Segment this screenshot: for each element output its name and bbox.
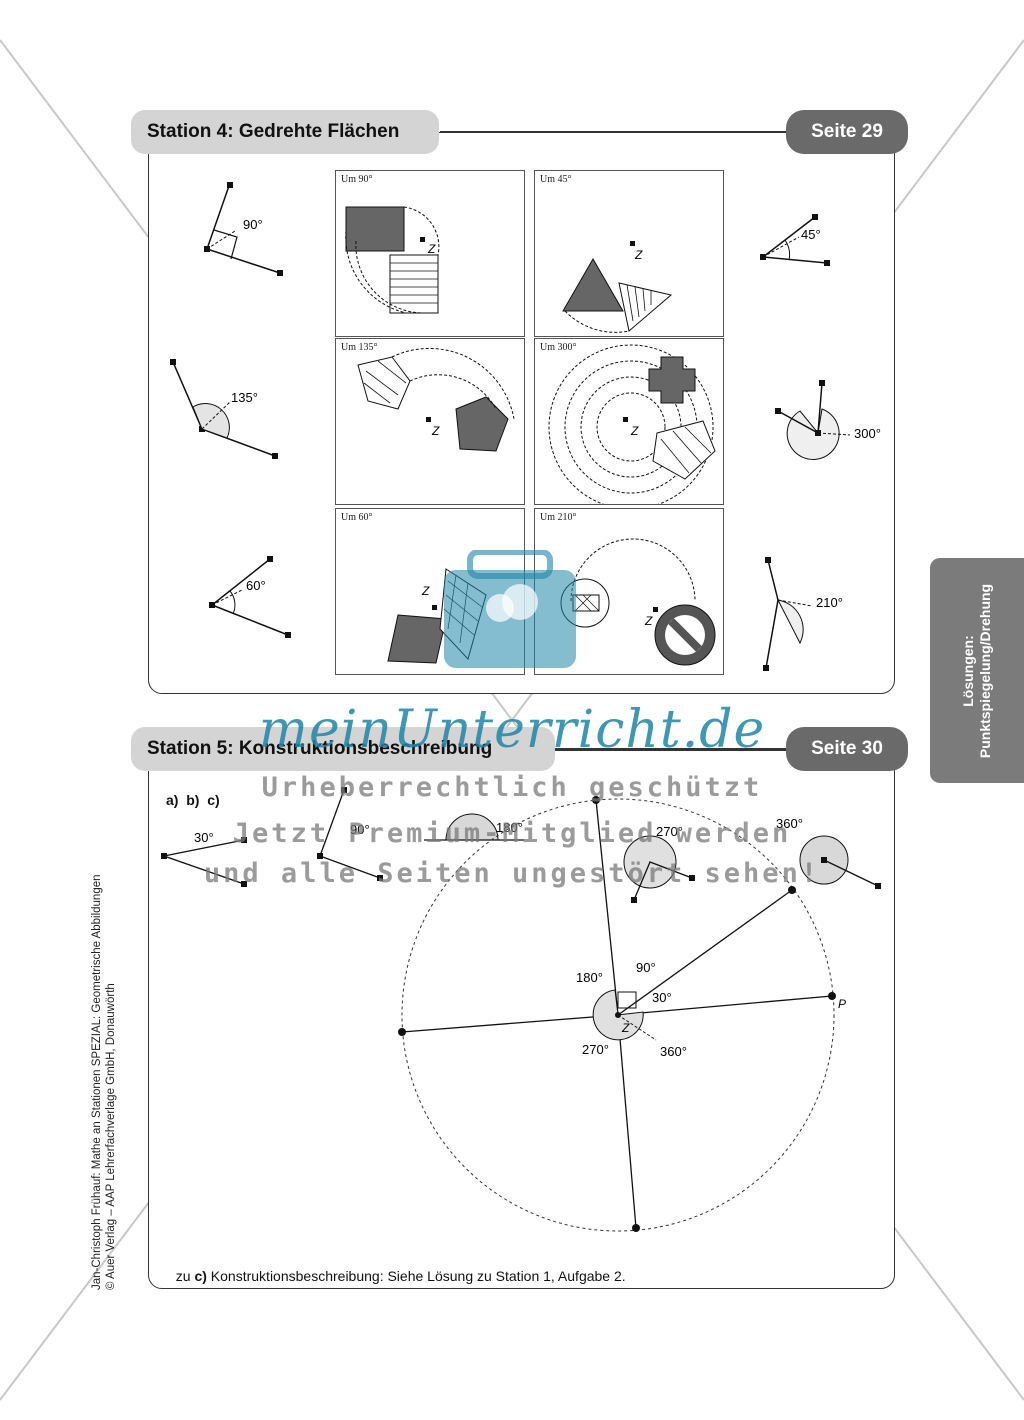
rotation-cell-300: Um 300° Z [534,338,724,505]
angle-label-300: 300° [854,426,881,441]
center-z-210: Z [644,614,653,628]
angle-figure-210: 210° [763,557,843,671]
cell-label-210: Um 210° [540,512,577,523]
center-z-300: Z [630,424,639,438]
center-angle-270: 270° [582,1042,609,1057]
angle-figure-300: 300° [775,380,881,460]
angle-label-135: 135° [231,390,258,405]
small-angle-label-30: 30° [194,830,214,845]
center-angle-180: 180° [576,970,603,985]
footnote-part: c) [194,1268,207,1284]
station4-title: Station 4: Gedrehte Flächen [131,110,439,154]
angle-label-60: 60° [246,578,266,593]
angle-label-90: 90° [243,217,263,232]
small-angle-label-270: 270° [656,824,683,839]
center-angle-30: 30° [652,990,672,1005]
center-z-90: Z [427,242,436,256]
rotation-cell-90: Um 90° Z [335,170,525,337]
center-z-45: Z [634,248,643,262]
rotation-figure-135: Z [357,347,515,452]
station5-page-badge: Seite 30 [786,727,908,771]
credit-line2: © Auer Verlag – AAP Lehrerfachverlage Gm… [105,983,117,1290]
cell-label-300: Um 300° [540,342,577,353]
angle-figure-135: 135° [170,359,278,459]
rotation-figure-90: Z [345,206,440,314]
small-angle-30: 30° [161,830,247,887]
construction-diagram: 30° 90° 180° 270° 360° 180° 90° 30° 270°… [161,787,881,1232]
watermark-line2: Jetzt Premium-Mitglied werden [232,818,792,849]
watermark-briefcase [444,550,576,668]
small-angle-180: 180° [424,813,524,841]
publisher-credit: Jan-Christoph Frühauf: Mathe an Statione… [90,874,118,1290]
watermark-line3: und alle Seiten ungestört sehen! [203,858,821,889]
small-angle-270: 270° [623,824,695,903]
cell-label-135: Um 135° [341,342,378,353]
point-label-p: P [838,997,846,1011]
cell-label-45: Um 45° [540,174,572,185]
station5-title: Station 5: Konstruktionsbeschreibung [131,727,555,771]
small-angle-360: 360° [776,816,881,889]
center-angle-360: 360° [660,1044,687,1059]
center-z-135: Z [431,424,440,438]
station5-title-rule [540,748,800,750]
rotation-figure-210: Z [560,538,716,666]
rotation-cell-45: Um 45° Z [534,170,724,337]
small-angle-90: 90° [317,787,383,881]
footnote-text: Konstruktionsbeschreibung: Siehe Lösung … [206,1268,626,1284]
rotation-figure-300: Z [548,344,716,504]
station4-title-rule [440,131,800,133]
side-tab: Lösungen: Punktspiegelung/Drehung [930,558,1024,783]
small-angle-label-180: 180° [496,820,523,835]
credit-line1: Jan-Christoph Frühauf: Mathe an Statione… [91,874,103,1290]
angle-figure-90: 90° [204,182,283,276]
rotation-cell-135: Um 135° Z [335,338,525,505]
station4-page-badge: Seite 29 [786,110,908,154]
footnote: zu c) Konstruktionsbeschreibung: Siehe L… [168,1252,626,1284]
footnote-prefix: zu [175,1268,195,1284]
center-label-z: Z [621,1021,630,1035]
angle-figure-45: 45° [760,214,830,266]
center-angle-90: 90° [636,960,656,975]
angle-figure-60: 60° [209,556,291,638]
cell-label-60: Um 60° [341,512,373,523]
small-angle-label-360: 360° [776,816,803,831]
parts-label: a) b) c) [166,792,220,808]
watermark-logo: meinUnterricht.de [258,700,766,760]
cell-label-90: Um 90° [341,174,373,185]
watermark-line1: Urheberrechtlich geschützt [261,772,763,803]
angle-label-210: 210° [816,595,843,610]
angle-label-45: 45° [801,227,821,242]
small-angle-label-90: 90° [350,822,370,837]
center-z-60: Z [421,584,430,598]
rotation-figure-45: Z [562,241,673,333]
